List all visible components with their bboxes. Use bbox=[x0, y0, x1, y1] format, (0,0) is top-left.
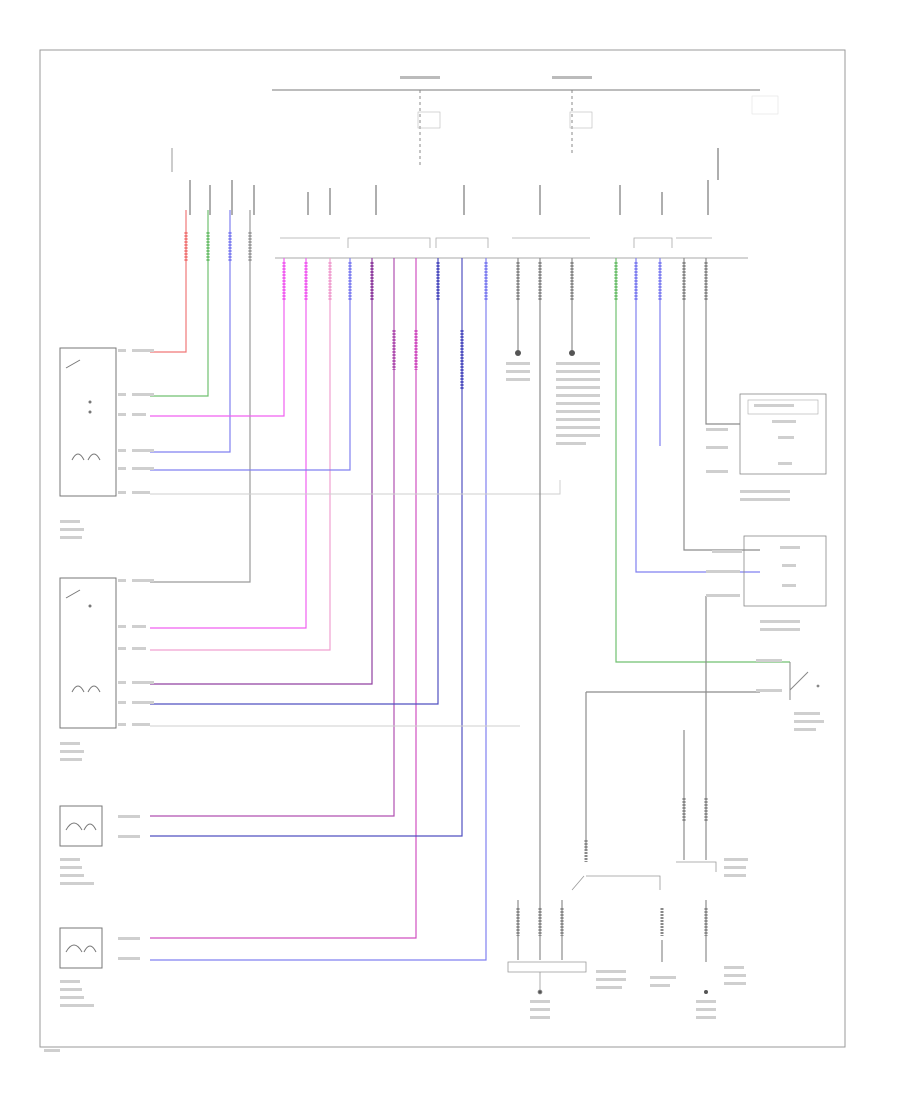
lower-labels bbox=[530, 858, 748, 1019]
wire-green-right bbox=[615, 258, 790, 663]
note-block-center bbox=[506, 362, 600, 445]
wire-gray-right bbox=[585, 258, 760, 962]
lf-door-lock-switch bbox=[59, 347, 117, 539]
fuse-group-left bbox=[400, 76, 441, 165]
wire-gray-1 bbox=[150, 210, 251, 583]
passenger-door-lock-switch bbox=[706, 393, 827, 501]
splice-right bbox=[569, 350, 575, 356]
wire-navy-1 bbox=[150, 258, 439, 705]
footer-mark bbox=[44, 1049, 60, 1052]
ground-point-right bbox=[704, 990, 708, 994]
right-markers bbox=[516, 262, 708, 936]
fuse-group-right bbox=[552, 76, 593, 155]
wire-blue-right bbox=[635, 258, 760, 573]
ground-wires-left bbox=[150, 480, 561, 727]
center-markers bbox=[516, 262, 574, 300]
wire-magenta-1 bbox=[150, 258, 285, 417]
wire-markers-top bbox=[184, 232, 252, 262]
connector-right-lower bbox=[676, 861, 717, 872]
wire-purple-1 bbox=[150, 258, 373, 685]
wire-blue-1 bbox=[150, 210, 231, 453]
lr-door-lock-actuator bbox=[59, 805, 103, 885]
connector-brackets bbox=[280, 237, 712, 248]
rf-door-lock-switch bbox=[59, 577, 117, 761]
lf-pin-labels bbox=[118, 349, 154, 494]
switch-center-lower bbox=[571, 875, 661, 891]
rr-pin-labels bbox=[118, 937, 140, 960]
wire-purple-2 bbox=[150, 258, 395, 817]
wire-pink-1 bbox=[150, 258, 331, 651]
rf-pin-labels bbox=[118, 579, 154, 726]
wire-red bbox=[150, 210, 187, 353]
wire-magenta-2 bbox=[150, 258, 307, 629]
wire-navy-2 bbox=[150, 258, 463, 837]
wire-blue-3 bbox=[150, 258, 487, 961]
lr-pin-labels bbox=[118, 815, 140, 838]
diagram-frame bbox=[39, 49, 846, 1048]
wire-blue-2 bbox=[150, 258, 351, 471]
lf-lock-switch-right bbox=[706, 535, 827, 631]
wire-green bbox=[150, 210, 209, 397]
power-note-right bbox=[751, 95, 779, 115]
splice-left bbox=[515, 350, 521, 356]
wire-magenta-3 bbox=[150, 258, 417, 939]
wire-markers-row bbox=[282, 262, 488, 390]
connector-pins-top bbox=[189, 148, 719, 215]
ground-block-center bbox=[507, 961, 587, 995]
rr-door-lock-actuator bbox=[59, 927, 103, 1007]
glove-box-switch bbox=[756, 659, 824, 731]
